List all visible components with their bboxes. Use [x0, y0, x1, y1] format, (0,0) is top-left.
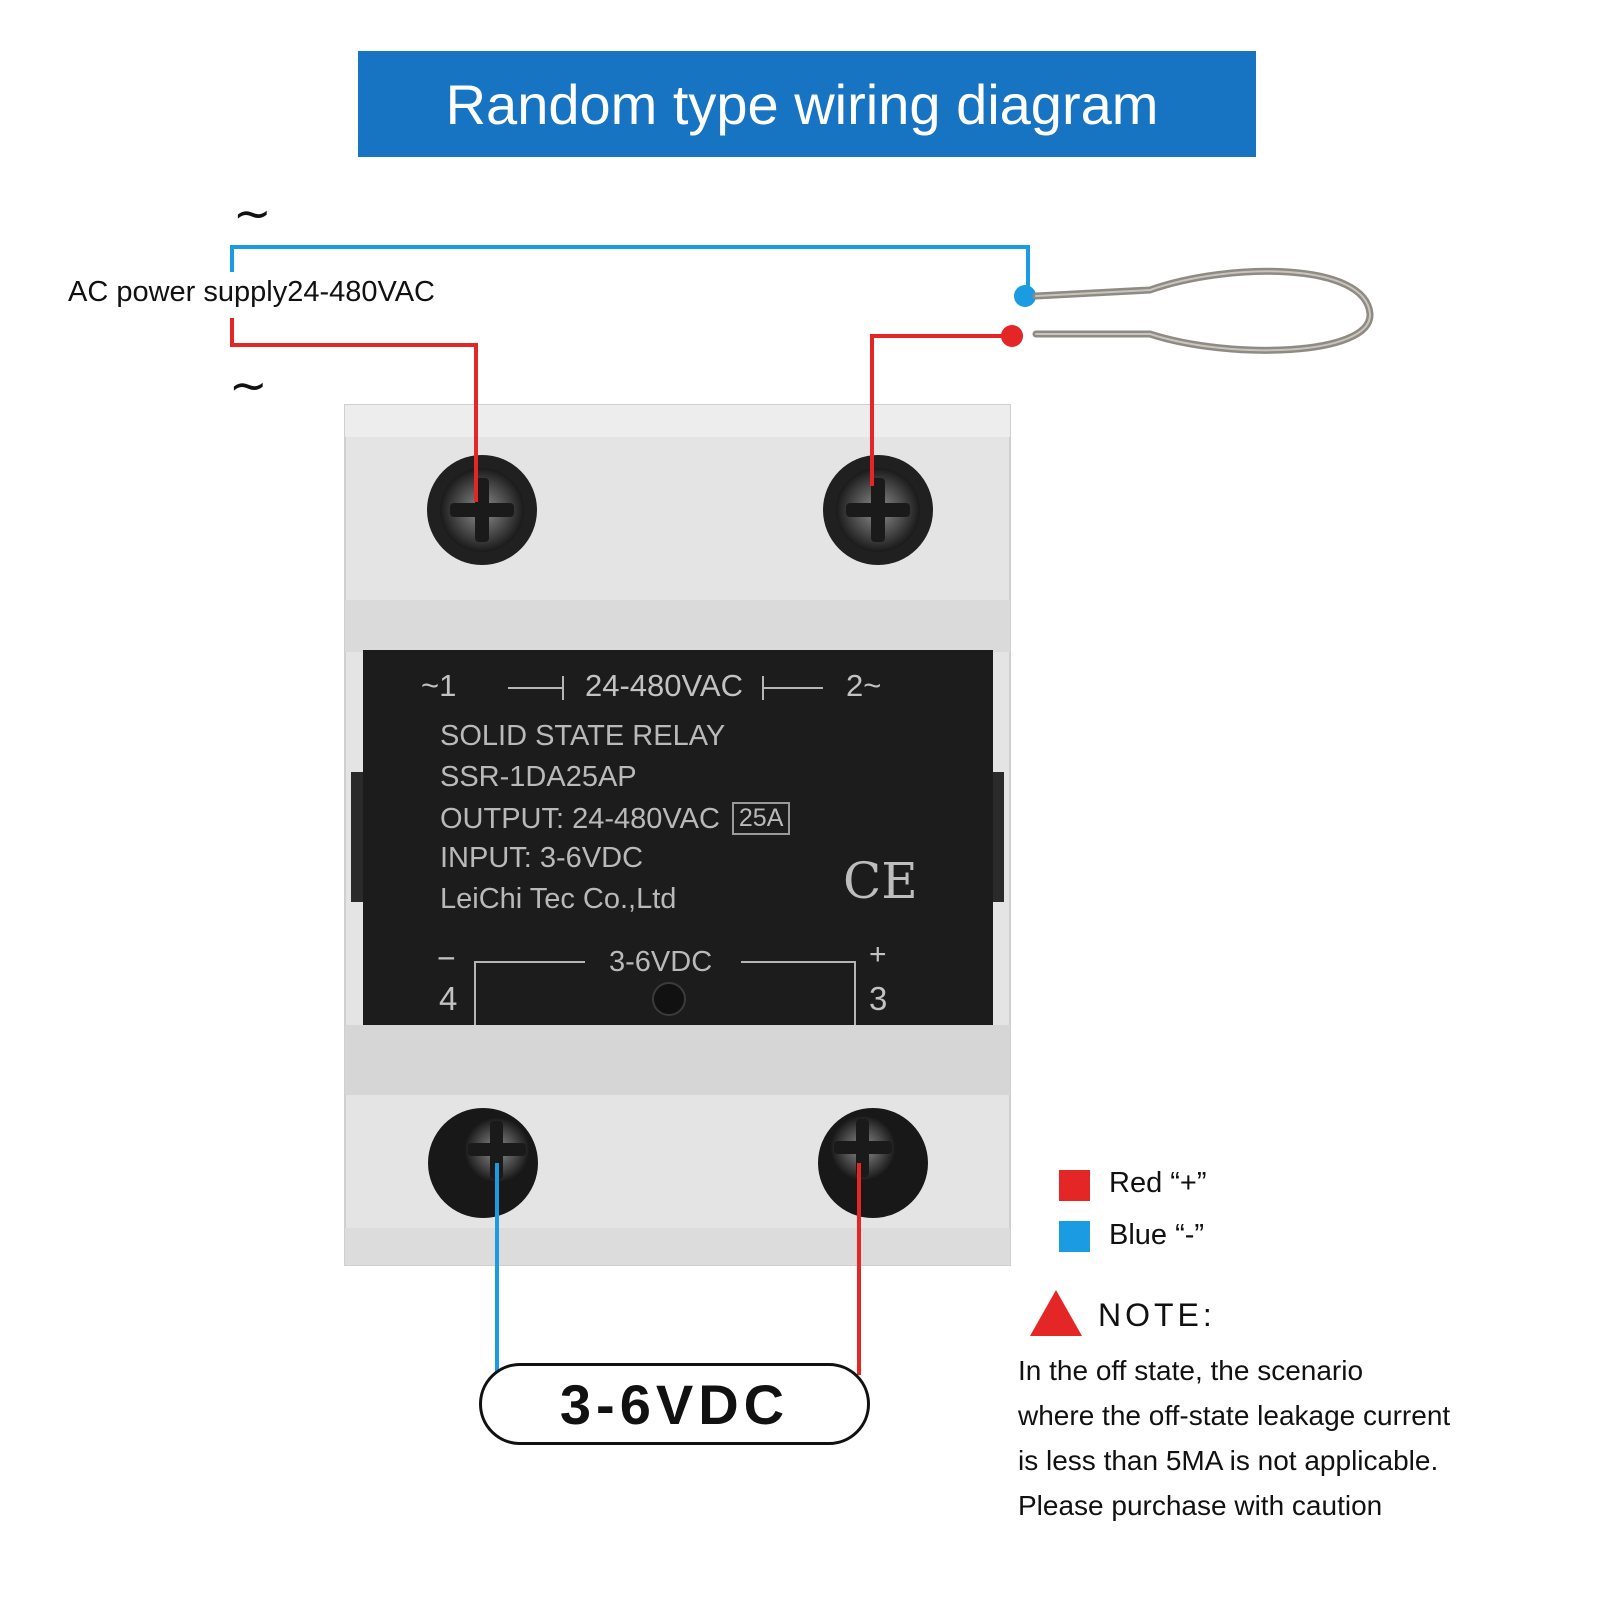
plate-markings [474, 676, 856, 1025]
note-title: NOTE: [1098, 1297, 1216, 1333]
legend-red-label: Red “+” [1109, 1167, 1207, 1199]
plate-dc-label: 3-6VDC [609, 946, 713, 978]
ce-mark: CE [843, 852, 918, 910]
output-voltage-marking: 24-480VAC [585, 668, 743, 703]
note-line-4: Please purchase with caution [1018, 1490, 1383, 1521]
ac-top-tilde: ~ [233, 186, 272, 240]
plate-line-input: INPUT: 3-6VDC [440, 842, 644, 874]
screw-terminal-2[interactable] [823, 455, 933, 565]
current-rating-box: 25A [731, 802, 791, 835]
ac-bottom-tilde: ~ [229, 358, 268, 412]
ac-red-wire-right [870, 325, 1023, 486]
ac-blue-wire [230, 245, 1036, 307]
terminal-1-marking: ~1 [421, 668, 457, 703]
diagram-title: Random type wiring diagram [445, 72, 1159, 136]
terminal-4-minus-sign: − [437, 940, 456, 976]
note-line-3: is less than 5MA is not applicable. [1018, 1445, 1439, 1476]
ac-supply-label: AC power supply24-480VAC [68, 276, 435, 308]
terminal-4-number: 4 [439, 980, 458, 1017]
dc-input-label: 3-6VDC [479, 1363, 870, 1445]
plate-output-text: OUTPUT: 24-480VAC [440, 803, 720, 835]
screw-terminal-4[interactable] [428, 1108, 538, 1218]
warning-triangle-icon [1030, 1290, 1082, 1336]
legend-blue-swatch [1059, 1221, 1090, 1252]
screw-terminal-1[interactable] [427, 455, 537, 565]
title-banner: Random type wiring diagram [358, 51, 1256, 157]
terminal-3-plus-sign: + [869, 938, 887, 971]
plate-line-type: SOLID STATE RELAY [440, 720, 726, 752]
legend-red-swatch [1059, 1170, 1090, 1201]
plate-line-output: OUTPUT: 24-480VAC 25A [440, 802, 791, 836]
terminal-2-marking: 2~ [846, 668, 882, 703]
plate-line-manufacturer: LeiChi Tec Co.,Ltd [440, 883, 677, 915]
terminal-3-number: 3 [869, 980, 888, 1017]
load-element [1032, 267, 1374, 354]
ac-red-wire-left [230, 318, 478, 502]
legend-blue-label: Blue “-” [1109, 1219, 1205, 1251]
plate-line-model: SSR-1DA25AP [440, 761, 637, 793]
note-line-1: In the off state, the scenario [1018, 1355, 1364, 1386]
note-line-2: where the off-state leakage current [1018, 1400, 1451, 1431]
relay-label-plate: ~1 24-480VAC 2~ SOLID STATE RELAY SSR-1D… [363, 650, 993, 1025]
screw-terminal-3[interactable] [818, 1108, 928, 1218]
